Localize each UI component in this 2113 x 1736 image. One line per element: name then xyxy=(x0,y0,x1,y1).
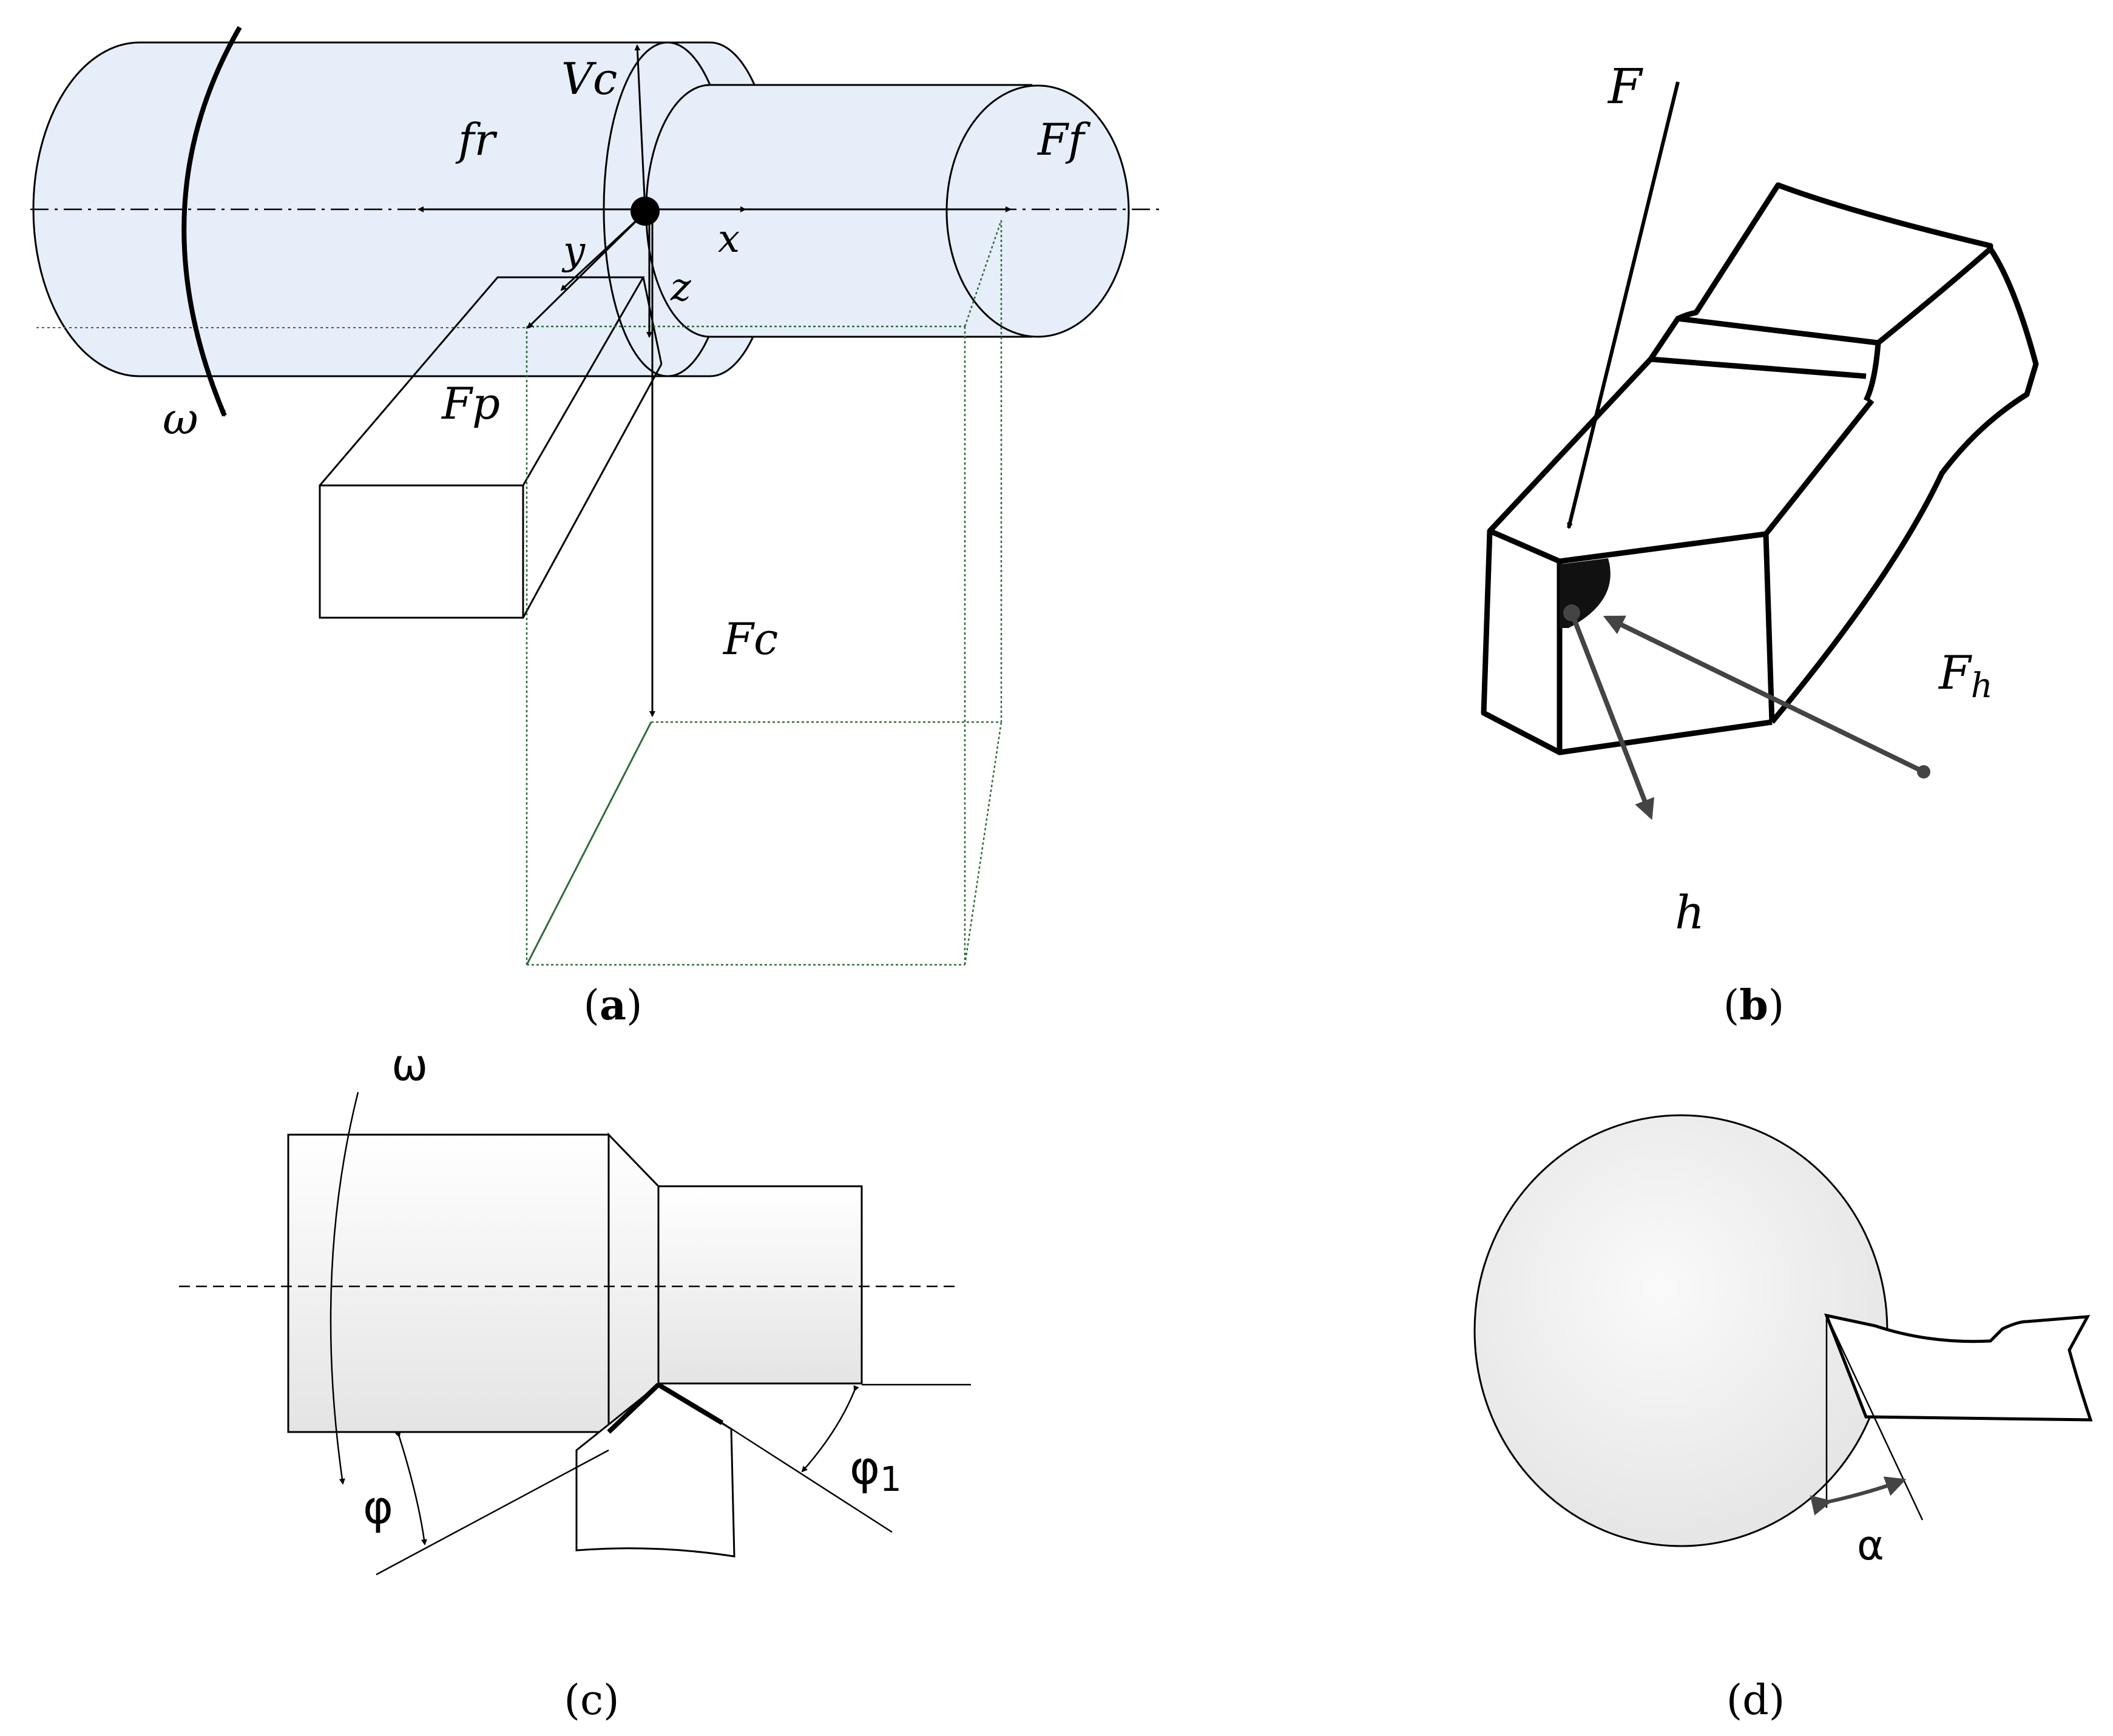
omega-label: ω xyxy=(163,393,198,444)
fp-label: Fp xyxy=(441,378,500,429)
stepped-part-chamfer xyxy=(607,1132,660,1434)
f-arrow xyxy=(1567,81,1680,529)
h-arrow xyxy=(1569,612,1655,820)
panel-c: ω φ φ1 (c) xyxy=(179,1039,971,1724)
y-label: y xyxy=(561,229,586,274)
alpha-label: α xyxy=(1857,1522,1884,1570)
h-label: h xyxy=(1675,885,1705,939)
z-label: z xyxy=(670,265,692,310)
x-label: x xyxy=(718,217,740,262)
panel-d-caption: (d) xyxy=(1726,1677,1785,1724)
fr-label: fr xyxy=(455,114,498,165)
fp-arrow xyxy=(527,211,646,329)
panel-c-caption: (c) xyxy=(564,1677,619,1724)
tool-sketch xyxy=(1481,182,2039,755)
small-cylinder-face xyxy=(945,84,1130,338)
phi1-label: φ1 xyxy=(850,1440,902,1499)
vc-label: Vc xyxy=(561,53,617,104)
fh-arrow xyxy=(1603,615,1925,774)
turning-tool xyxy=(575,1382,735,1558)
vc-arrow xyxy=(634,44,646,210)
h-arrow-tail xyxy=(1563,604,1580,621)
fh-label: Fh xyxy=(1938,646,1993,706)
phi-arc xyxy=(394,1431,427,1545)
workpiece-circle xyxy=(1473,1114,1888,1547)
alpha-arc xyxy=(1810,1476,1907,1516)
panel-a-caption: (a) xyxy=(583,981,642,1030)
phi1-arc xyxy=(801,1385,859,1473)
fc-label: Fc xyxy=(722,613,778,664)
stepped-part-small xyxy=(657,1185,863,1385)
flank-reference-line xyxy=(1825,1315,1924,1521)
stepped-part-large xyxy=(287,1133,610,1433)
cutting-tool xyxy=(319,276,663,619)
panel-a: Vc fr Ff x y z Fp Fc ω (a) xyxy=(30,26,1159,1030)
phi-reference-line xyxy=(376,1449,609,1576)
fh-arrow-tail xyxy=(1917,765,1930,778)
phi-label: φ xyxy=(363,1480,393,1534)
panel-d: α (d) xyxy=(1473,1114,2093,1724)
contact-point xyxy=(631,197,660,226)
force-box xyxy=(526,220,1002,966)
ff-label: Ff xyxy=(1036,114,1091,165)
force-box-diagonal xyxy=(526,721,652,965)
f-label: F xyxy=(1607,58,1643,115)
panel-b-caption: (b) xyxy=(1723,981,1785,1030)
rotation-arrow-c xyxy=(330,1092,359,1485)
omega-label-c: ω xyxy=(391,1039,428,1090)
phi1-reference-line xyxy=(722,1422,893,1533)
tool-profile xyxy=(1824,1313,2093,1422)
panel-b: F Fh h (b) xyxy=(1481,58,2039,1030)
rotation-arrow xyxy=(181,26,242,417)
